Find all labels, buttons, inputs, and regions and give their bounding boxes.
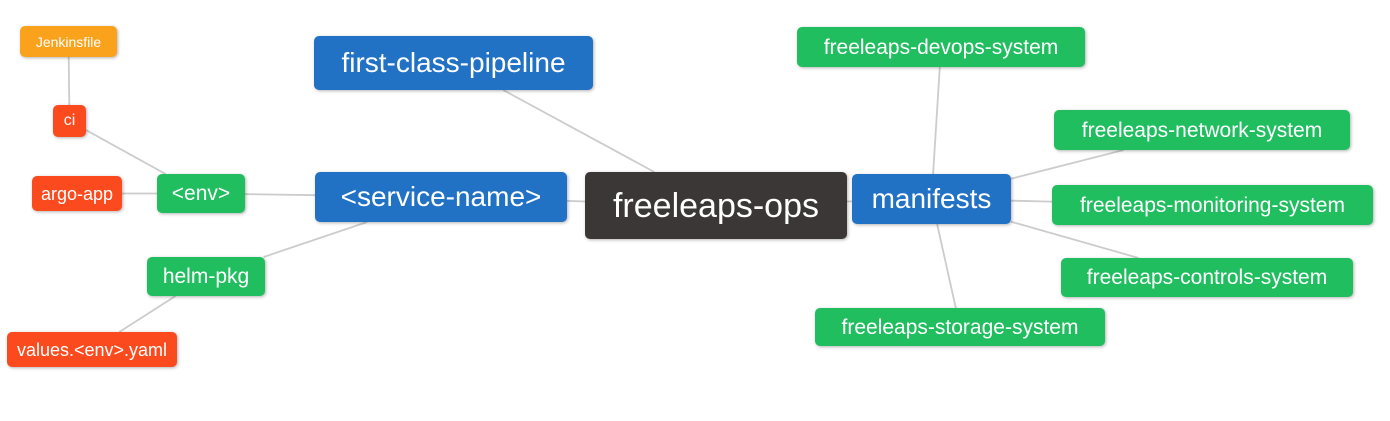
edge-manifests--controls-system <box>1010 220 1139 259</box>
node-jenkinsfile[interactable]: Jenkinsfile <box>20 26 117 57</box>
node-storage-system[interactable]: freeleaps-storage-system <box>815 308 1105 346</box>
node-monitoring-system[interactable]: freeleaps-monitoring-system <box>1052 185 1373 225</box>
edge-freeleaps-ops--service-name <box>566 200 586 203</box>
node-manifests[interactable]: manifests <box>852 174 1011 224</box>
node-env[interactable]: <env> <box>157 174 245 213</box>
edge-service-name--env <box>244 193 316 197</box>
edge-helm-pkg--values-env-yaml <box>118 295 176 333</box>
node-service-name[interactable]: <service-name> <box>315 172 567 222</box>
node-first-class-pipeline[interactable]: first-class-pipeline <box>314 36 593 90</box>
node-network-system[interactable]: freeleaps-network-system <box>1054 110 1350 150</box>
node-controls-system[interactable]: freeleaps-controls-system <box>1061 258 1353 297</box>
node-devops-system[interactable]: freeleaps-devops-system <box>797 27 1085 67</box>
node-values-env-yaml[interactable]: values.<env>.yaml <box>7 332 177 367</box>
edge-env--ci <box>85 129 167 175</box>
edge-manifests--network-system <box>1010 149 1124 180</box>
edge-manifests--storage-system <box>936 223 957 309</box>
edge-freeleaps-ops--first-class-pipeline <box>502 89 655 173</box>
node-freeleaps-ops[interactable]: freeleaps-ops <box>585 172 847 239</box>
node-helm-pkg[interactable]: helm-pkg <box>147 257 265 296</box>
edge-service-name--helm-pkg <box>263 221 368 258</box>
node-ci[interactable]: ci <box>53 105 86 137</box>
edge-ci--jenkinsfile <box>67 56 71 106</box>
edge-manifests--devops-system <box>932 66 941 175</box>
node-argo-app[interactable]: argo-app <box>32 176 122 211</box>
edge-manifests--monitoring-system <box>1010 199 1053 203</box>
